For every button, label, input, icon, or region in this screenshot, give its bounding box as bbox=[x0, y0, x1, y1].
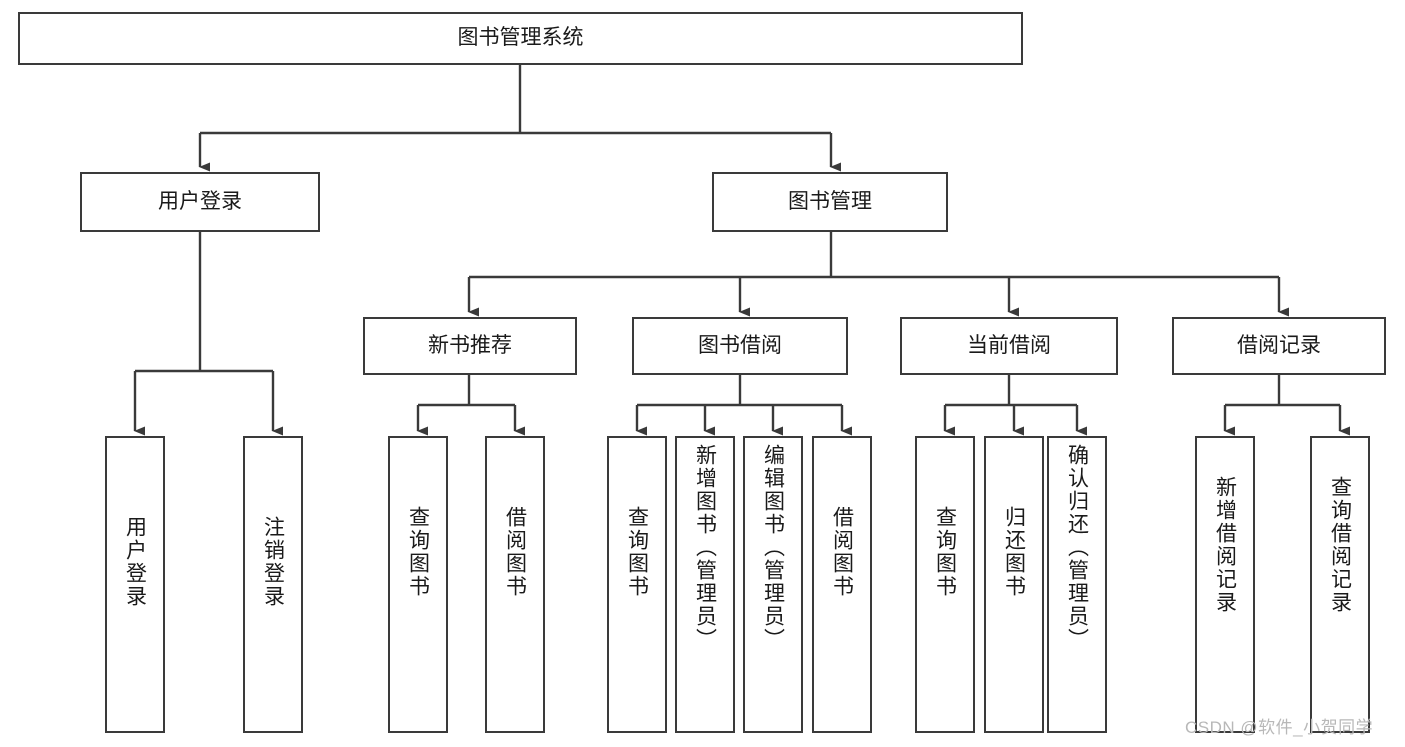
leaf-logout[interactable]: 注销登录 bbox=[243, 436, 303, 733]
leaf-borrow-book-2[interactable]: 借阅图书 bbox=[812, 436, 872, 733]
leaf-query-book-1[interactable]: 查询图书 bbox=[388, 436, 448, 733]
leaf-return-book[interactable]: 归还图书 bbox=[984, 436, 1044, 733]
node-user-login[interactable]: 用户登录 bbox=[80, 172, 320, 232]
node-book-borrow-label: 图书借阅 bbox=[698, 333, 782, 357]
node-book-manage-label: 图书管理 bbox=[788, 189, 872, 213]
leaf-user-login-label: 用户登录 bbox=[123, 516, 147, 608]
leaf-borrow-book-1[interactable]: 借阅图书 bbox=[485, 436, 545, 733]
leaf-query-book-1-label: 查询图书 bbox=[406, 506, 430, 598]
leaf-query-book-3-label: 查询图书 bbox=[933, 506, 957, 598]
leaf-add-book-label: 新增图书（管理员） bbox=[693, 444, 717, 651]
node-root[interactable]: 图书管理系统 bbox=[18, 12, 1023, 65]
leaf-return-book-label: 归还图书 bbox=[1002, 506, 1026, 598]
leaf-add-book[interactable]: 新增图书（管理员） bbox=[675, 436, 735, 733]
node-user-login-label: 用户登录 bbox=[158, 189, 242, 213]
leaf-add-record[interactable]: 新增借阅记录 bbox=[1195, 436, 1255, 733]
node-book-manage[interactable]: 图书管理 bbox=[712, 172, 948, 232]
leaf-edit-book[interactable]: 编辑图书（管理员） bbox=[743, 436, 803, 733]
leaf-confirm-return[interactable]: 确认归还（管理员） bbox=[1047, 436, 1107, 733]
node-borrow-record[interactable]: 借阅记录 bbox=[1172, 317, 1386, 375]
leaf-borrow-book-1-label: 借阅图书 bbox=[503, 506, 527, 598]
node-book-borrow[interactable]: 图书借阅 bbox=[632, 317, 848, 375]
leaf-borrow-book-2-label: 借阅图书 bbox=[830, 506, 854, 598]
leaf-query-record[interactable]: 查询借阅记录 bbox=[1310, 436, 1370, 733]
leaf-edit-book-label: 编辑图书（管理员） bbox=[761, 444, 785, 651]
node-current-borrow-label: 当前借阅 bbox=[967, 333, 1051, 357]
node-new-book-recommend[interactable]: 新书推荐 bbox=[363, 317, 577, 375]
leaf-query-book-2-label: 查询图书 bbox=[625, 506, 649, 598]
node-borrow-record-label: 借阅记录 bbox=[1237, 333, 1321, 357]
node-current-borrow[interactable]: 当前借阅 bbox=[900, 317, 1118, 375]
leaf-user-login[interactable]: 用户登录 bbox=[105, 436, 165, 733]
watermark: CSDN @软件_小贺同学 bbox=[1185, 718, 1374, 737]
leaf-add-record-label: 新增借阅记录 bbox=[1213, 476, 1237, 614]
leaf-logout-label: 注销登录 bbox=[261, 516, 285, 608]
leaf-query-book-3[interactable]: 查询图书 bbox=[915, 436, 975, 733]
node-new-book-recommend-label: 新书推荐 bbox=[428, 333, 512, 357]
leaf-confirm-return-label: 确认归还（管理员） bbox=[1065, 444, 1089, 651]
leaf-query-record-label: 查询借阅记录 bbox=[1328, 476, 1352, 614]
node-root-label: 图书管理系统 bbox=[457, 26, 584, 50]
leaf-query-book-2[interactable]: 查询图书 bbox=[607, 436, 667, 733]
